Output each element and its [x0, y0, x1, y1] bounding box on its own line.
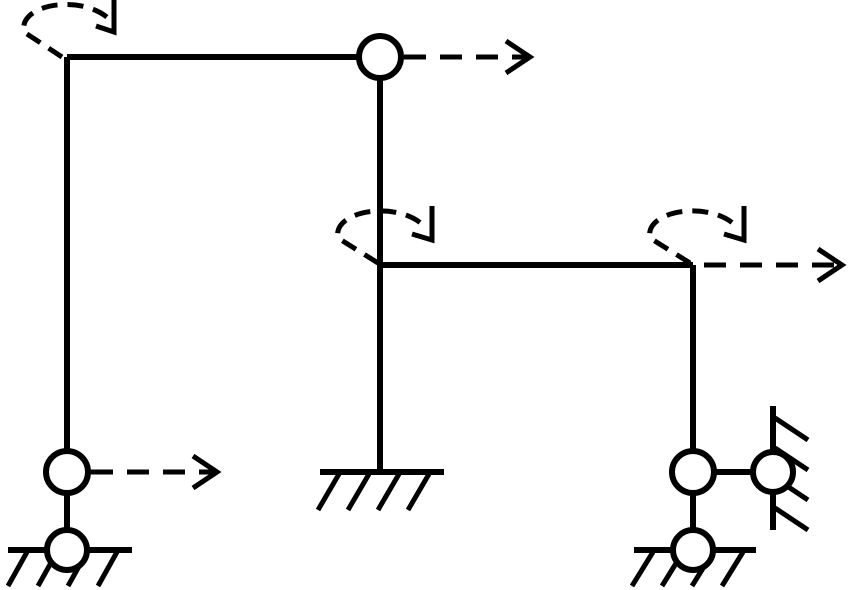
right-support-hatch — [629, 550, 656, 588]
middle-support-hatch — [405, 472, 432, 512]
middle-support-hatch — [315, 472, 342, 512]
top-hinge — [356, 33, 404, 81]
middle-support-hatch — [375, 472, 402, 512]
right-horizontal-displacement — [704, 246, 847, 284]
left-hinge — [43, 448, 91, 496]
left-support-hinge — [44, 527, 90, 573]
middle-rotation-arc — [335, 208, 426, 266]
right-side-hinge — [750, 449, 796, 495]
right-rotation-arrowhead — [723, 206, 747, 244]
left-support-hatch — [5, 550, 30, 588]
middle-fixed-support — [315, 469, 444, 512]
right-displacement-arrowhead — [816, 246, 847, 284]
top-left-rotation-arrowhead — [95, 0, 117, 36]
right-hinge — [669, 448, 717, 496]
right-joint-rotation — [647, 206, 747, 266]
right-wall-hatch — [773, 505, 810, 533]
top-displacement-arrowhead — [504, 38, 535, 76]
top-left-rotation-arc — [21, 2, 110, 60]
right-rotation-arc — [647, 208, 738, 266]
top-horizontal-displacement — [404, 38, 535, 76]
middle-joint-rotation — [335, 206, 435, 266]
middle-support-hatch — [345, 472, 372, 512]
top-left-rotation — [21, 0, 117, 60]
left-support-hatch — [95, 550, 120, 588]
right-support-hatch — [719, 550, 746, 588]
right-support-hinge — [670, 527, 716, 573]
right-wall-hatch — [773, 415, 810, 443]
middle-rotation-arrowhead — [411, 206, 435, 244]
left-horizontal-displacement — [91, 453, 222, 491]
left-displacement-arrowhead — [191, 453, 222, 491]
